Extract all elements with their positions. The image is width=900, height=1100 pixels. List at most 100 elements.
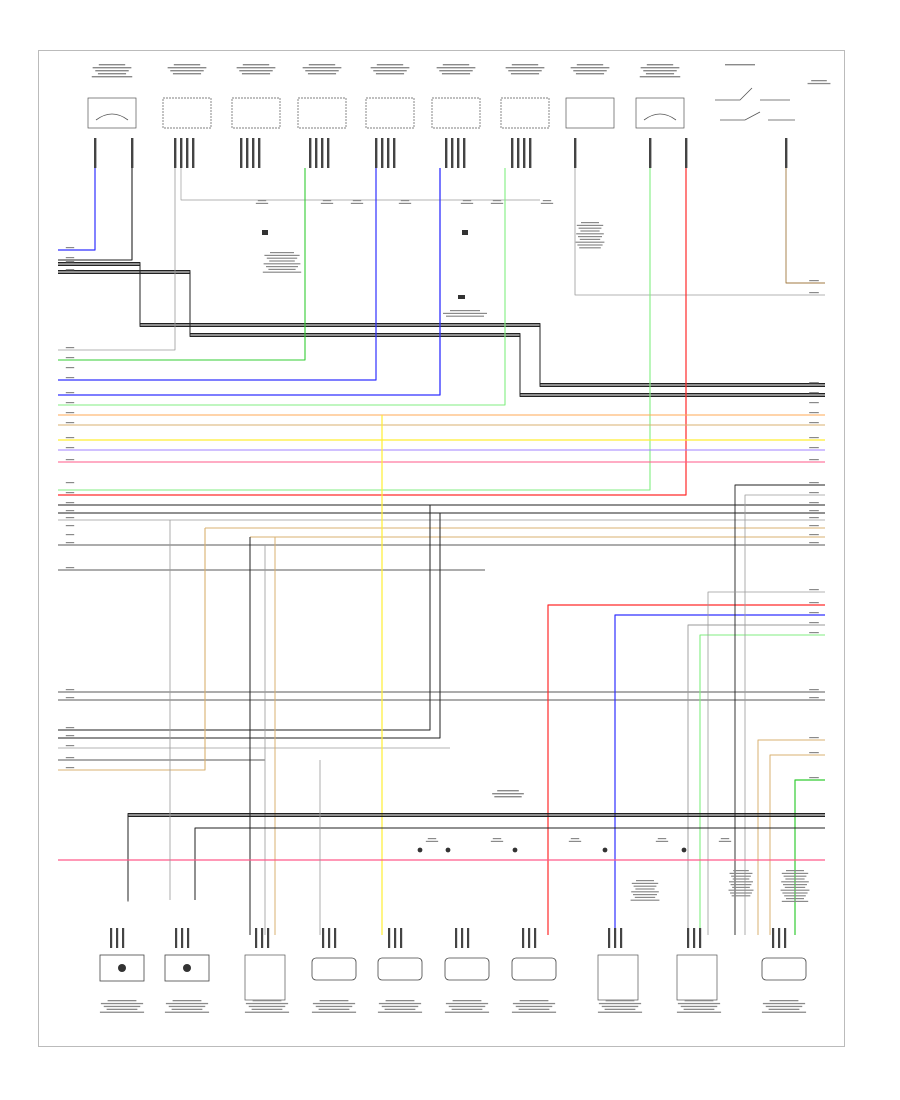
connector-pin (467, 928, 470, 948)
connector-body (565, 97, 615, 129)
label-line (492, 838, 502, 840)
label-line (439, 70, 473, 72)
wire-code-label (65, 367, 75, 369)
label-line (492, 793, 524, 795)
ground-bundle (127, 816, 825, 902)
label-line (269, 260, 295, 262)
label-line (320, 202, 334, 204)
label-line (245, 1002, 289, 1005)
wire-black (734, 484, 825, 935)
label-line (398, 202, 412, 204)
label-line (731, 895, 751, 897)
label-line (780, 889, 810, 891)
label-line (444, 1011, 490, 1013)
label-line (511, 1011, 557, 1013)
cable-bundle (58, 265, 825, 387)
connector-body (297, 97, 347, 129)
splice-point (445, 847, 451, 853)
label-line (490, 840, 504, 842)
label-line (684, 1000, 714, 1002)
label-line (350, 202, 364, 204)
connector-pin (327, 138, 330, 168)
connector-pin (174, 138, 177, 168)
label-line (570, 838, 580, 840)
wire-green (58, 168, 306, 361)
component-label (511, 1000, 557, 1013)
label-line (730, 884, 752, 886)
connector-pin (375, 138, 378, 168)
connector-pin (309, 138, 312, 168)
component-label (377, 1000, 423, 1013)
wire-code-label (65, 412, 75, 414)
label-line (385, 1000, 415, 1002)
label-line (65, 422, 75, 424)
label-line (442, 64, 470, 66)
sensor-icon (95, 113, 129, 121)
splice-point (417, 847, 423, 853)
wire-code-label (65, 482, 75, 484)
label-line (809, 292, 819, 294)
splice-point (512, 847, 518, 853)
wire-code-label (65, 392, 75, 394)
sensor-icon (643, 113, 677, 121)
label-line (65, 735, 75, 737)
label-line (312, 1002, 356, 1005)
wire-code-label (65, 517, 75, 519)
label-line (319, 1000, 349, 1002)
label-line (315, 1005, 353, 1008)
splice-point (681, 847, 687, 853)
label-line (809, 752, 819, 754)
label-line (512, 1002, 556, 1005)
label-line (65, 689, 75, 691)
label-line (322, 200, 332, 202)
label-line (783, 875, 807, 877)
sensor-icon (444, 957, 490, 981)
connector-pin (110, 928, 113, 948)
label-line (378, 1002, 422, 1005)
label-line (266, 257, 298, 259)
bundle-label (492, 790, 524, 798)
component-label (761, 1000, 807, 1013)
wire-code-label (809, 752, 819, 754)
label-line (729, 872, 753, 874)
label-line (783, 884, 807, 886)
wire-code-label (809, 422, 819, 424)
wire-gray (574, 168, 825, 296)
connector-body (162, 97, 212, 129)
wire-code-label (65, 757, 75, 759)
connector-pin (131, 138, 134, 168)
label-line (809, 737, 819, 739)
connector-pin (240, 138, 243, 168)
label-line (65, 767, 75, 769)
connector-pin (321, 138, 324, 168)
connector-pin (180, 138, 183, 168)
wire-green (699, 634, 825, 935)
label-line (809, 697, 819, 699)
connector-pin (267, 928, 270, 948)
wire-code-label (809, 612, 819, 614)
wire-code-label (65, 735, 75, 737)
label-line (373, 70, 407, 72)
wire-code-label (809, 602, 819, 604)
connector-body (431, 97, 481, 129)
wire-code-label (65, 727, 75, 729)
component-label (725, 64, 755, 66)
label-line (65, 517, 75, 519)
wire-code-label (809, 502, 819, 504)
label-line (809, 502, 819, 504)
diagram-border (38, 50, 845, 1047)
wire-code-label (65, 502, 75, 504)
label-line (168, 1005, 206, 1008)
wire-gray (687, 624, 825, 935)
connector-pin (175, 928, 178, 948)
label-line (811, 80, 827, 82)
label-line (809, 447, 819, 449)
label-line (729, 881, 753, 883)
label-line (95, 70, 129, 72)
label-line (581, 222, 599, 224)
wire-code-label (809, 697, 819, 699)
wire-code-label (809, 589, 819, 591)
label-line (65, 392, 75, 394)
connector-pin (649, 138, 652, 168)
label-line (450, 310, 480, 312)
